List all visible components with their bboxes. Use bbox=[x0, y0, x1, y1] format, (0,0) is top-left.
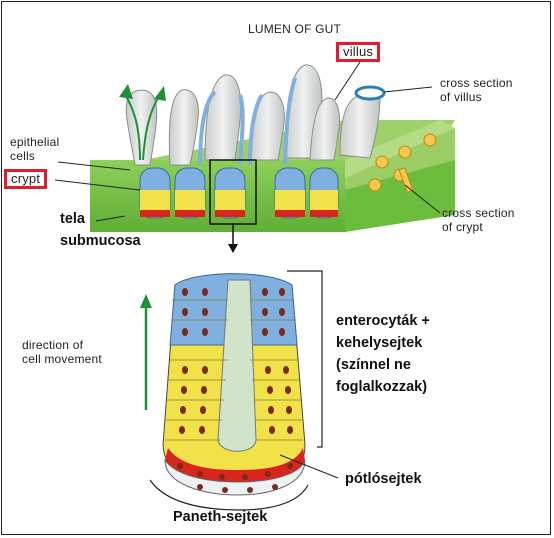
green-arrow-head bbox=[119, 84, 133, 99]
green-arrow bbox=[124, 94, 141, 161]
crypt bbox=[174, 167, 206, 219]
cross-crypt-label-2: of crypt bbox=[442, 220, 483, 234]
crypt bbox=[139, 167, 171, 219]
crypt bbox=[309, 167, 339, 219]
potlo-label: pótlósejtek bbox=[345, 471, 422, 487]
villus-label: villus bbox=[336, 42, 381, 62]
block-step-front bbox=[345, 160, 455, 232]
enterocyta-label-4: foglalkozzak) bbox=[336, 379, 428, 395]
lumen-label: LUMEN OF GUT bbox=[248, 22, 342, 36]
tela-label-2: submucosa bbox=[60, 233, 141, 249]
enterocyta-label-1: enterocyták + bbox=[336, 313, 430, 329]
villi bbox=[125, 64, 386, 166]
potlo-leader bbox=[279, 454, 339, 479]
cross-crypt-label-1: cross section bbox=[442, 206, 515, 220]
cross-villus-label-1: cross section bbox=[440, 76, 513, 90]
villus-cross-section bbox=[354, 85, 386, 101]
nuclei bbox=[177, 288, 293, 493]
paneth-arc bbox=[149, 479, 309, 511]
crypt-cross-bar bbox=[398, 167, 414, 193]
paneth-label: Paneth-sejtek bbox=[173, 509, 268, 525]
direction-arrow-head bbox=[140, 294, 152, 308]
epithelial-label-2: cells bbox=[10, 149, 36, 163]
enlarged-crypt bbox=[162, 273, 306, 496]
epithelial-label-1: epithelial bbox=[10, 135, 60, 149]
direction-label-2: cell movement bbox=[22, 352, 102, 366]
direction-label-1: direction of bbox=[22, 338, 84, 352]
crypt bbox=[214, 167, 246, 219]
villus bbox=[125, 89, 158, 166]
enterocyta-label-2: kehelysejtek bbox=[336, 335, 423, 351]
cross-villus-label-2: of villus bbox=[440, 90, 482, 104]
leader-lines bbox=[54, 61, 441, 222]
crypt-lumen bbox=[217, 279, 257, 452]
villus bbox=[249, 91, 285, 161]
down-arrow-head bbox=[228, 244, 238, 253]
crypt bbox=[274, 167, 306, 219]
epithelium-edges bbox=[198, 77, 297, 166]
villus bbox=[204, 74, 242, 161]
villus bbox=[309, 97, 341, 161]
enterocyta-label-3: (színnel ne bbox=[336, 357, 411, 373]
crypts bbox=[139, 167, 339, 219]
tela-label-1: tela bbox=[60, 211, 85, 227]
crypt-label: crypt bbox=[4, 169, 48, 189]
green-arrow-head bbox=[154, 86, 166, 101]
enterocyte-bracket bbox=[287, 270, 323, 448]
cell-divisions bbox=[165, 299, 303, 441]
villus bbox=[168, 89, 199, 166]
